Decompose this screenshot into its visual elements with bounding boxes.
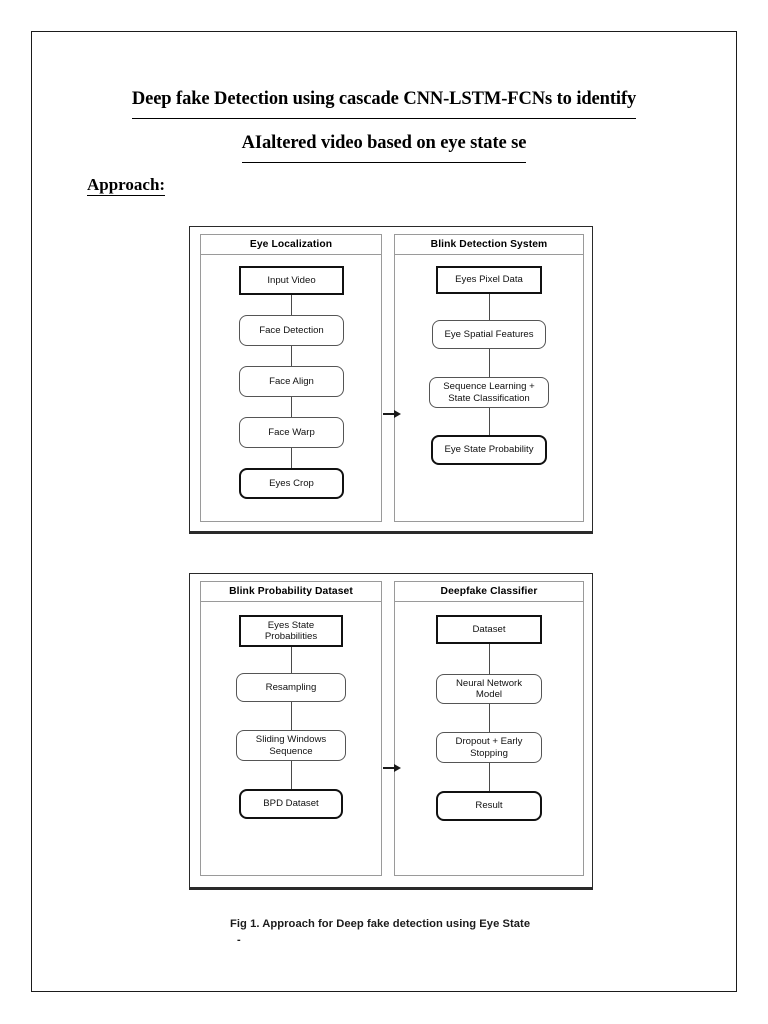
connector-line: [291, 293, 293, 315]
panel-blink-detection-system: Blink Detection System Eyes Pixel Data E…: [394, 234, 584, 522]
connector-line: [291, 702, 293, 730]
diagram-group-lower: Blink Probability Dataset Eyes State Pro…: [189, 573, 593, 890]
connector-line: [291, 761, 293, 789]
flow-node-result[interactable]: Result: [436, 791, 542, 821]
connector-line: [291, 395, 293, 417]
panel-body-blink-detection-system: Eyes Pixel Data Eye Spatial Features Seq…: [395, 255, 583, 521]
page-title-line-2: AIaltered video based on eye state se: [241, 126, 526, 163]
connector-line: [489, 763, 491, 791]
panel-blink-probability-dataset: Blink Probability Dataset Eyes State Pro…: [200, 581, 382, 876]
panel-body-eye-localization: Input Video Face Detection Face Align Fa…: [201, 255, 381, 521]
flow-node-neural-network-model[interactable]: Neural Network Model: [436, 674, 542, 704]
flow-node-input-video[interactable]: Input Video: [239, 266, 344, 295]
flow-node-sliding-windows-sequence[interactable]: Sliding Windows Sequence: [236, 730, 346, 761]
arrow-right-icon: [383, 410, 401, 418]
figure-caption: Fig 1. Approach for Deep fake detection …: [230, 918, 531, 930]
flow-node-eyes-crop[interactable]: Eyes Crop: [239, 468, 344, 499]
page-title: Deep fake Detection using cascade CNN-LS…: [32, 82, 736, 163]
document-page: Deep fake Detection using cascade CNN-LS…: [31, 31, 737, 992]
flow-node-eye-spatial-features[interactable]: Eye Spatial Features: [432, 320, 546, 349]
panel-body-deepfake-classifier: Dataset Neural Network Model Dropout + E…: [395, 602, 583, 875]
connector-line: [489, 408, 491, 435]
connector-line: [489, 349, 491, 377]
figure-caption-subline: -: [237, 934, 241, 946]
connector-line: [489, 644, 491, 674]
connector-line: [291, 446, 293, 468]
page-title-line-1: Deep fake Detection using cascade CNN-LS…: [131, 82, 636, 119]
panel-title-deepfake-classifier: Deepfake Classifier: [395, 582, 583, 602]
flow-node-resampling[interactable]: Resampling: [236, 673, 346, 702]
flow-node-sequence-learning-state-classification[interactable]: Sequence Learning + State Classification: [429, 377, 549, 408]
section-heading-approach: Approach:: [87, 175, 166, 196]
flow-node-face-warp[interactable]: Face Warp: [239, 417, 344, 448]
flow-node-face-align[interactable]: Face Align: [239, 366, 344, 397]
flow-node-dropout-early-stopping[interactable]: Dropout + Early Stopping: [436, 732, 542, 763]
flow-node-eye-state-probability[interactable]: Eye State Probability: [431, 435, 547, 465]
flow-node-eyes-state-probabilities[interactable]: Eyes State Probabilities: [239, 615, 343, 647]
section-heading-approach-label: Approach:: [87, 175, 166, 196]
panel-title-blink-probability-dataset: Blink Probability Dataset: [201, 582, 381, 602]
connector-line: [489, 704, 491, 732]
flow-node-eyes-pixel-data[interactable]: Eyes Pixel Data: [436, 266, 542, 294]
panel-title-eye-localization: Eye Localization: [201, 235, 381, 255]
connector-line: [291, 646, 293, 673]
flow-node-dataset[interactable]: Dataset: [436, 615, 542, 644]
connector-line: [489, 293, 491, 320]
arrow-right-icon: [383, 764, 401, 772]
diagram-group-upper: Eye Localization Input Video Face Detect…: [189, 226, 593, 534]
panel-body-blink-probability-dataset: Eyes State Probabilities Resampling Slid…: [201, 602, 381, 875]
connector-line: [291, 344, 293, 366]
panel-title-blink-detection-system: Blink Detection System: [395, 235, 583, 255]
panel-eye-localization: Eye Localization Input Video Face Detect…: [200, 234, 382, 522]
flow-node-face-detection[interactable]: Face Detection: [239, 315, 344, 346]
panel-deepfake-classifier: Deepfake Classifier Dataset Neural Netwo…: [394, 581, 584, 876]
flow-node-bpd-dataset[interactable]: BPD Dataset: [239, 789, 343, 819]
